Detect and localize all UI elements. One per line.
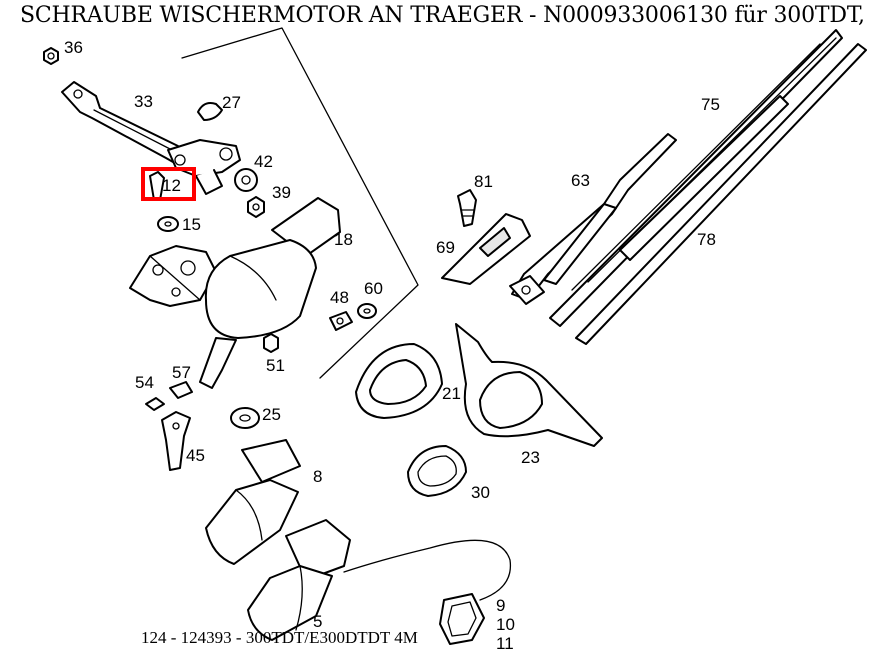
label-75[interactable]: 75 — [701, 95, 720, 114]
label-15[interactable]: 15 — [182, 215, 201, 234]
label-12[interactable]: 12 — [162, 176, 181, 195]
part-25-grommet[interactable] — [230, 407, 260, 429]
part-12-screw[interactable] — [149, 171, 165, 201]
label-45[interactable]: 45 — [186, 446, 205, 465]
label-11[interactable]: 11 — [496, 634, 514, 653]
label-81[interactable]: 81 — [474, 172, 493, 191]
part-9-10-11-connector[interactable] — [439, 593, 485, 645]
highlight-box-part-12 — [141, 167, 196, 201]
part-39-nut[interactable] — [247, 196, 265, 218]
part-30-cover[interactable] — [407, 445, 467, 497]
part-57-clip[interactable] — [169, 381, 193, 399]
label-9[interactable]: 9 — [496, 596, 505, 615]
part-23-trim-panel[interactable] — [455, 323, 603, 447]
page-title: SCHRAUBE WISCHERMOTOR AN TRAEGER - N0009… — [20, 3, 865, 28]
label-39[interactable]: 39 — [272, 183, 291, 202]
label-10[interactable]: 10 — [496, 615, 515, 634]
label-18[interactable]: 18 — [334, 230, 353, 249]
label-60[interactable]: 60 — [364, 279, 383, 298]
part-63-wiper-arm[interactable] — [509, 133, 677, 305]
label-30[interactable]: 30 — [471, 483, 490, 502]
model-footer: 124 - 124393 - 300TDT/E300DTDT 4M — [141, 628, 418, 647]
label-48[interactable]: 48 — [330, 288, 349, 307]
motor-cable — [343, 539, 512, 601]
label-57[interactable]: 57 — [172, 363, 191, 382]
label-69[interactable]: 69 — [436, 238, 455, 257]
part-36-nut[interactable] — [43, 47, 59, 65]
label-25[interactable]: 25 — [262, 405, 281, 424]
part-81-bolt[interactable] — [457, 189, 477, 227]
part-18-wiper-carrier[interactable] — [199, 197, 341, 389]
label-63[interactable]: 63 — [571, 171, 590, 190]
part-42-washer[interactable] — [234, 168, 258, 192]
part-48-stud[interactable] — [329, 311, 353, 331]
part-27-clip[interactable] — [197, 102, 223, 121]
label-33[interactable]: 33 — [134, 92, 153, 111]
label-21[interactable]: 21 — [442, 384, 461, 403]
label-54[interactable]: 54 — [135, 373, 154, 392]
part-15-washer[interactable] — [157, 216, 179, 232]
part-75-wiper-blade[interactable] — [549, 29, 843, 327]
label-42[interactable]: 42 — [254, 152, 273, 171]
label-5[interactable]: 5 — [313, 612, 322, 631]
label-23[interactable]: 23 — [521, 448, 540, 467]
part-8-wiper-motor[interactable] — [205, 439, 301, 565]
part-78-blade-insert[interactable] — [575, 43, 867, 345]
label-36[interactable]: 36 — [64, 38, 83, 57]
part-45-bracket[interactable] — [161, 411, 191, 471]
label-51[interactable]: 51 — [266, 356, 285, 375]
part-69-cover-cap[interactable] — [441, 213, 531, 285]
part-54-clip[interactable] — [145, 397, 165, 411]
part-51-nut[interactable] — [263, 333, 279, 353]
part-5-wiper-motor[interactable] — [247, 519, 351, 641]
label-27[interactable]: 27 — [222, 93, 241, 112]
wiper-frame-bracket[interactable] — [129, 245, 217, 307]
part-21-trim[interactable] — [355, 343, 443, 419]
label-8[interactable]: 8 — [313, 467, 322, 486]
label-78[interactable]: 78 — [697, 230, 716, 249]
assembly-outline — [181, 27, 419, 379]
part-60-grommet[interactable] — [357, 303, 377, 319]
